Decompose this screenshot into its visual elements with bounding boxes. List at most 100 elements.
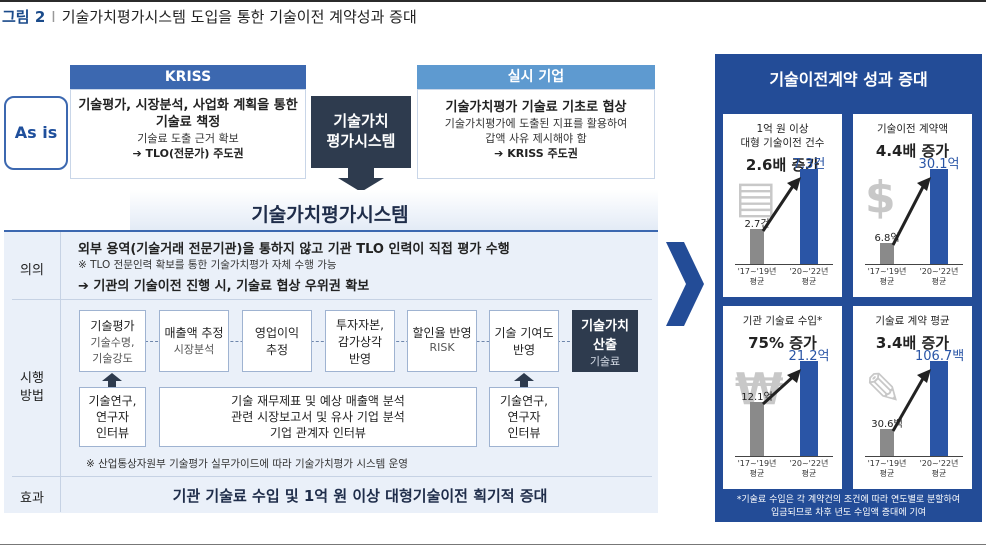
value-after: 30.1억 <box>918 157 960 172</box>
value-before: 6.8억 <box>874 233 900 244</box>
system-title: 기술가치평가시스템 <box>251 204 409 226</box>
company-line2: 기술가치평가에 도출된 지표를 활용하여 <box>444 117 628 130</box>
top-rule <box>0 0 986 2</box>
meaning-point: ➔ 기관의 기술이전 진행 시, 기술료 협상 우위권 확보 <box>78 279 370 294</box>
up-arrow-icon <box>514 373 534 387</box>
value-before: 12.1억 <box>741 392 773 403</box>
value-after: 7.3건 <box>792 157 826 172</box>
cell-headline: 3.4배 증가 <box>875 334 950 352</box>
trend-arrow-icon <box>761 177 801 232</box>
chevron-right-icon <box>666 242 704 326</box>
row-label-divider <box>60 232 61 512</box>
axis-baseline <box>865 456 963 457</box>
center-system-box: 기술가치 평가시스템 <box>311 96 411 168</box>
company-line4: ➔ KRISS 주도권 <box>494 147 578 160</box>
row-divider-2 <box>12 476 652 477</box>
kriss-box: 기술평가, 시장분석, 사업화 계획을 통한 기술료 책정 기술료 도출 근거 … <box>70 89 306 179</box>
axis-baseline <box>865 264 963 265</box>
cell-headline: 75% 증가 <box>748 334 817 352</box>
results-title: 기술이전계약 성과 증대 <box>769 70 928 89</box>
figure-title-text: 기술가치평가시스템 도입을 통한 기술이전 계약성과 증대 <box>61 8 417 26</box>
bar-after <box>800 361 818 456</box>
company-header: 실시 기업 <box>417 65 655 89</box>
kriss-line1: 기술평가, 시장분석, 사업화 계획을 통한 <box>78 98 298 113</box>
bar-before <box>880 429 894 456</box>
document-icon: ▤ <box>735 172 777 223</box>
arrow-right-icon: ➔ <box>494 147 508 160</box>
row-divider-1 <box>12 299 652 300</box>
center-line2: 평가시스템 <box>326 132 396 150</box>
contract-icon: ✎ <box>865 364 902 415</box>
trend-arrow-icon <box>891 177 931 246</box>
value-after: 21.2억 <box>788 349 830 364</box>
kriss-header: KRISS <box>70 65 306 89</box>
cell-title: 기술료 계약 평균 <box>875 315 950 327</box>
company-line3: 갑액 사유 제시해야 함 <box>485 132 587 145</box>
company-line1: 기술가치평가 기술료 기초로 협상 <box>445 100 627 115</box>
meaning-note: ※ TLO 전문인력 확보를 통한 기술가치평가 자체 수행 가능 <box>78 259 337 271</box>
kriss-line2: 기술료 책정 <box>155 115 221 130</box>
cell-title: 기관 기술료 수입* <box>742 315 823 327</box>
cell-headline: 4.4배 증가 <box>875 142 950 160</box>
trend-arrow-icon <box>891 369 931 432</box>
cell-title: 기술이전 계약액 <box>877 123 948 135</box>
bar-after <box>930 361 948 456</box>
bar-after <box>930 169 948 264</box>
kriss-line3: 기술료 도출 근거 확보 <box>137 132 239 145</box>
value-before: 2.7건 <box>744 219 770 230</box>
kriss-line4: ➔ TLO(전문가) 주도권 <box>132 147 244 160</box>
system-title-band <box>130 190 658 230</box>
axis-baseline <box>735 264 833 265</box>
money-hand-icon: $ <box>865 172 896 223</box>
value-after: 106.7백 <box>915 349 965 364</box>
row-label-meaning: 의의 <box>20 263 44 278</box>
bar-after <box>800 169 818 264</box>
bottom-rule <box>0 544 986 545</box>
bar-before <box>880 243 894 264</box>
figure-separator: I <box>51 8 56 26</box>
bar-before <box>750 402 764 456</box>
value-before: 30.6백 <box>871 419 903 430</box>
bar-before <box>750 229 764 264</box>
company-box: 기술가치평가 기술료 기초로 협상 기술가치평가에 도출된 지표를 활용하여 갑… <box>417 89 655 179</box>
method-footnote: ※ 산업통상자원부 기술평가 실무가이드에 따라 기술가치평가 시스템 운영 <box>86 458 408 470</box>
row-label-effect: 효과 <box>20 491 44 506</box>
down-arrow-icon <box>338 168 384 192</box>
axis-baseline <box>735 456 833 457</box>
meaning-main: 외부 용역(기술거래 전문기관)을 통하지 않고 기관 TLO 인력이 직접 평… <box>78 242 510 257</box>
arrow-right-icon: ➔ <box>78 279 94 294</box>
center-line1: 기술가치 <box>333 112 389 130</box>
figure-title: 그림 2 I 기술가치평가시스템 도입을 통한 기술이전 계약성과 증대 <box>2 6 417 27</box>
effect-text: 기관 기술료 수입 및 1억 원 이상 대형기술이전 획기적 증대 <box>172 487 548 505</box>
as-is-label: As is <box>4 96 68 170</box>
arrow-right-icon: ➔ <box>132 147 146 160</box>
figure-label: 그림 2 <box>2 8 46 26</box>
trend-arrow-icon <box>761 369 801 406</box>
up-arrow-icon <box>102 373 122 387</box>
